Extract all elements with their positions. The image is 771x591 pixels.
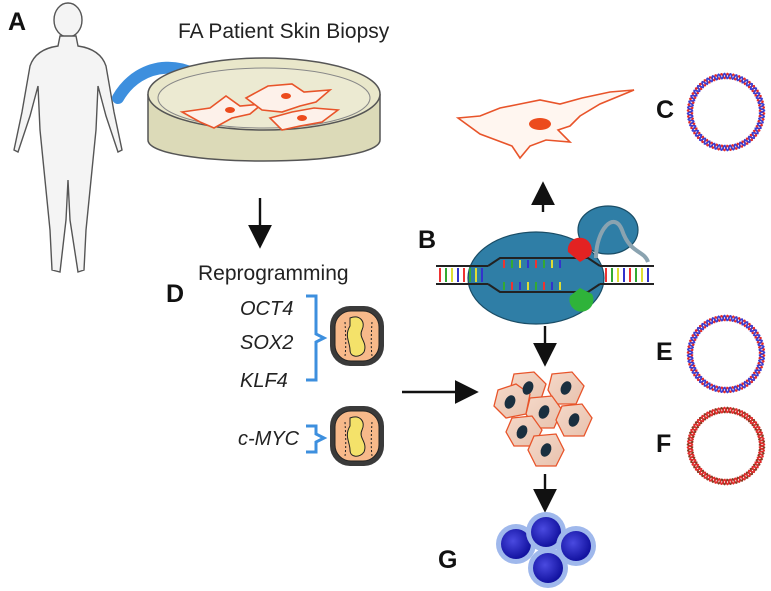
fibroblast-icon xyxy=(455,89,635,160)
gene-klf4: KLF4 xyxy=(240,370,288,392)
panel-label-d: D xyxy=(166,280,185,308)
blood-cells-icon xyxy=(496,512,596,588)
viral-vector-icon xyxy=(330,306,384,366)
plasmid-icon xyxy=(686,72,766,152)
figure-title: FA Patient Skin Biopsy xyxy=(178,20,390,43)
plasmid-icon xyxy=(686,314,766,394)
viral-vector-icon xyxy=(330,406,384,466)
petri-dish-icon xyxy=(147,57,381,162)
crispr-cas9-icon xyxy=(436,205,654,325)
panel-label-c: C xyxy=(656,96,675,124)
plasmid-icon xyxy=(686,406,766,486)
gene-oct4: OCT4 xyxy=(240,298,294,320)
human-silhouette-icon xyxy=(13,2,123,273)
gene-cmyc: c-MYC xyxy=(238,428,300,450)
bracket-cmyc xyxy=(306,424,328,454)
panel-label-f: F xyxy=(656,430,672,458)
panel-label-e: E xyxy=(656,338,673,366)
bracket-three-factors xyxy=(306,294,328,382)
panel-label-a: A xyxy=(8,8,27,36)
panel-label-b: B xyxy=(418,226,437,254)
panel-label-g: G xyxy=(438,546,458,574)
reprogramming-label: Reprogramming xyxy=(198,262,349,285)
gene-sox2: SOX2 xyxy=(240,332,294,354)
